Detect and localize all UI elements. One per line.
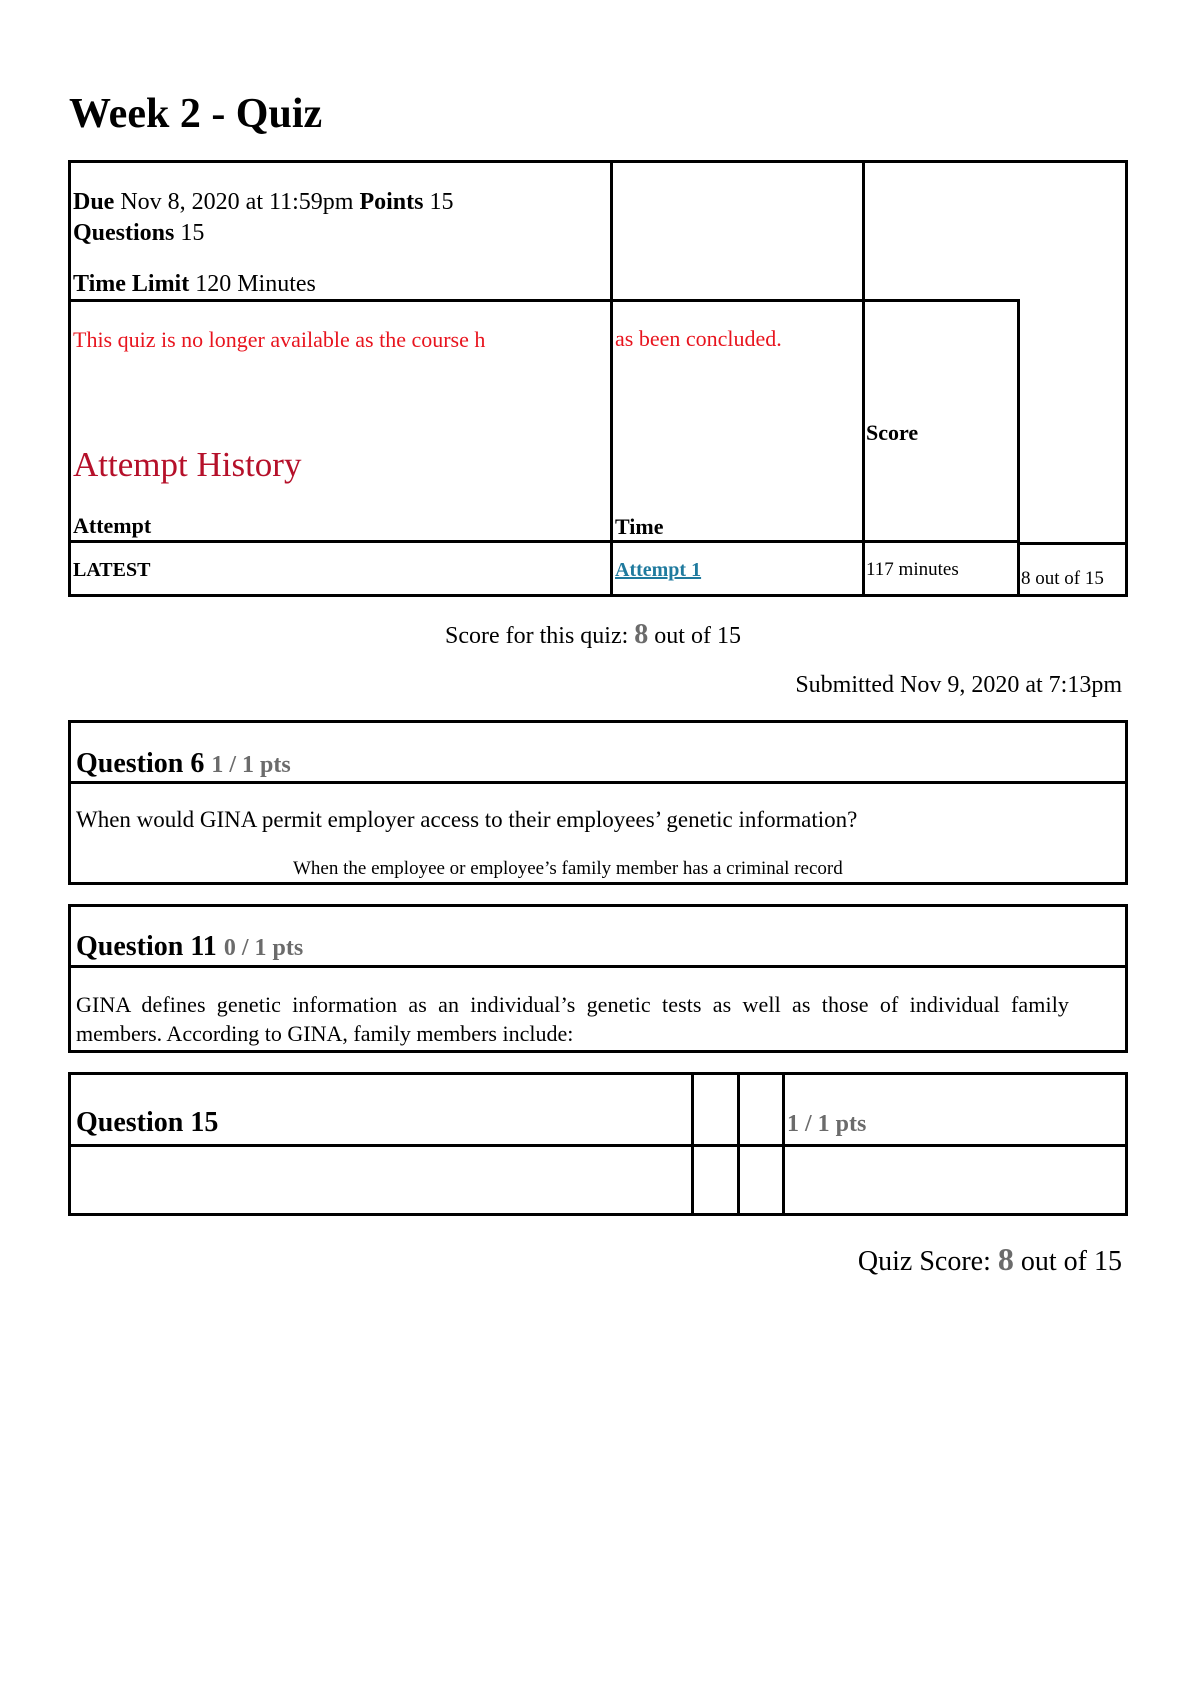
score-value: 8	[634, 619, 649, 650]
answer-option: When the employee or employee’s family m…	[293, 858, 843, 879]
question-points: 0 / 1 pts	[223, 935, 304, 961]
points-label: Points	[359, 189, 424, 215]
question-column-divider	[691, 1075, 694, 1213]
score-suffix: out of 15	[648, 623, 741, 649]
column-header-time: Time	[615, 514, 664, 539]
question-column-divider	[737, 1075, 740, 1213]
question-header-divider	[71, 781, 1125, 784]
quiz-score-summary: Score for this quiz: 8 out of 15	[445, 621, 741, 649]
due-label: Due	[73, 189, 115, 215]
questions-value: 15	[180, 220, 205, 246]
question-title: Question 6	[76, 748, 205, 779]
attempt-row-label: LATEST	[73, 559, 151, 581]
question-column-divider	[782, 1075, 785, 1213]
score-prefix: Score for this quiz:	[445, 623, 635, 649]
table-divider	[862, 540, 1020, 543]
final-score-suffix: out of 15	[1013, 1246, 1122, 1277]
question-card: Question 11 0 / 1 pts GINA defines genet…	[68, 904, 1128, 1053]
question-text-line-2: members. According to GINA, family membe…	[76, 1021, 574, 1046]
question-title: Question 15	[76, 1107, 219, 1138]
table-divider	[1017, 302, 1020, 597]
attempt-1-link[interactable]: Attempt 1	[615, 559, 702, 581]
table-divider	[68, 299, 865, 302]
time-limit-value: 120 Minutes	[195, 271, 316, 297]
attempt-time: 117 minutes	[866, 559, 959, 580]
table-divider	[610, 160, 613, 597]
final-score-prefix: Quiz Score:	[857, 1246, 998, 1277]
table-divider	[68, 540, 865, 543]
question-points: 1 / 1 pts	[787, 1111, 867, 1137]
page-title: Week 2 - Quiz	[69, 91, 323, 137]
due-line: Due Nov 8, 2020 at 11:59pm Points 15	[73, 190, 453, 214]
table-border-top	[68, 160, 1128, 163]
due-value: Nov 8, 2020 at 11:59pm	[120, 189, 354, 215]
question-header: Question 6 1 / 1 pts	[76, 750, 291, 778]
attempt-score: 8 out of 15	[1021, 568, 1104, 589]
availability-notice-start: This quiz is no longer available as the …	[73, 327, 486, 352]
question-header-divider	[71, 965, 1125, 968]
final-quiz-score: Quiz Score: 8 out of 15	[858, 1243, 1122, 1276]
table-border-left	[68, 160, 71, 597]
table-divider	[1017, 542, 1128, 545]
question-text-line-1: GINA defines genetic information as an i…	[76, 992, 1070, 1017]
question-header-divider	[71, 1144, 1125, 1147]
column-header-attempt: Attempt	[73, 513, 152, 538]
question-card: Question 6 1 / 1 pts When would GINA per…	[68, 720, 1128, 885]
availability-notice-end: as been concluded.	[615, 326, 782, 351]
question-points: 1 / 1 pts	[211, 752, 291, 778]
question-text: When would GINA permit employer access t…	[76, 807, 858, 832]
questions-label: Questions	[73, 220, 175, 246]
time-limit-label: Time Limit	[73, 271, 190, 297]
table-divider	[862, 160, 865, 597]
table-border-bottom	[68, 594, 1128, 597]
attempt-history-heading: Attempt History	[73, 445, 302, 484]
question-header: Question 11 0 / 1 pts	[76, 933, 303, 961]
time-limit-line: Time Limit 120 Minutes	[73, 272, 316, 296]
points-value: 15	[429, 189, 454, 215]
question-card: Question 15 1 / 1 pts	[68, 1072, 1128, 1216]
final-score-value: 8	[997, 1241, 1014, 1277]
column-header-score: Score	[866, 420, 919, 445]
table-border-right	[1125, 160, 1128, 597]
question-title: Question 11	[76, 931, 217, 962]
table-divider	[862, 299, 1020, 302]
submitted-timestamp: Submitted Nov 9, 2020 at 7:13pm	[795, 672, 1122, 698]
questions-line: Questions 15	[73, 221, 204, 245]
